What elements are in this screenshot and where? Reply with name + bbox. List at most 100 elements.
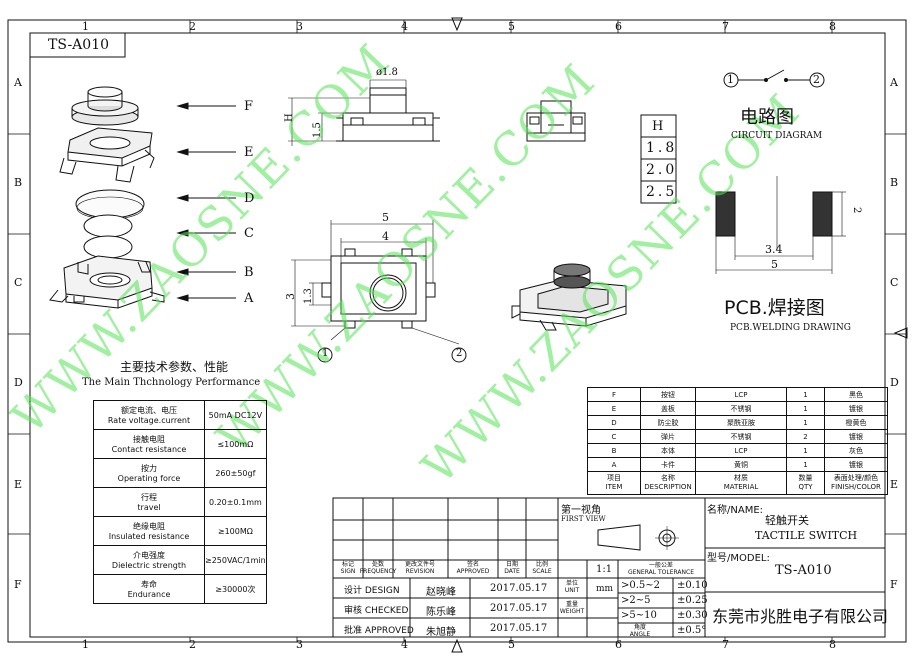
col-marker-7: 7 (722, 20, 729, 33)
circuit-node-1: 1 (727, 73, 734, 86)
specs-title-en: The Main Thchnology Performance (82, 377, 261, 388)
circuit-node-2: 2 (813, 73, 820, 86)
signoff-approved-date: 2017.05.17 (490, 623, 548, 634)
tol-value-angle: ±0.5° (677, 625, 707, 636)
spec-name-cn: 行程 (141, 493, 157, 502)
pcb-dim-pitch: 3.4 (765, 243, 783, 256)
col-marker-5: 5 (508, 20, 515, 33)
signoff-checked-role: 审核 CHECKED (344, 606, 409, 616)
signoff-design-date: 2017.05.17 (490, 583, 548, 594)
col-marker-1-bottom: 1 (82, 638, 89, 651)
pcb-dim-total: 5 (771, 258, 778, 271)
tol-range-2: >2~5 (621, 595, 651, 606)
tb-scale: 1:1 (596, 564, 613, 575)
height-value-2: 2.0 (646, 162, 678, 178)
circuit-title-cn: 电路图 (740, 107, 794, 128)
row-marker-f-right: F (890, 578, 898, 591)
spec-name-en: Dielectric strength (111, 561, 187, 570)
spec-name-en: Operating force (117, 474, 181, 483)
label-d: D (244, 191, 255, 206)
row-marker-c-right: C (890, 276, 899, 289)
tb-name-cn: 轻触开关 (765, 514, 809, 527)
col-marker-6-bottom: 6 (615, 638, 622, 651)
col-marker-4-bottom: 4 (401, 638, 408, 651)
pin-1-label: 1 (322, 348, 329, 359)
tb-model: TS-A010 (775, 563, 832, 578)
spec-name-cn: 接触电阻 (133, 435, 165, 444)
dim-1-5: 1.5 (312, 122, 323, 138)
pcb-title-en: PCB.WELDING DRAWING (730, 323, 851, 333)
row-marker-e: E (14, 478, 23, 491)
top-view (291, 220, 467, 363)
signoff-checked-date: 2017.05.17 (490, 603, 548, 614)
spec-name-cn: 按力 (141, 464, 157, 473)
row-marker-d: D (14, 376, 23, 389)
spec-name-en: travel (137, 503, 161, 512)
bottom-center-mark (451, 638, 463, 653)
specs-title-cn: 主要技术参数、性能 (120, 360, 229, 374)
dim-1-3: 1.3 (303, 288, 314, 304)
tol-range-3: >5~10 (621, 610, 657, 621)
tb-projection-en: FIRST VIEW (561, 515, 606, 523)
spec-name-cn: 绝缘电阻 (133, 522, 165, 531)
row-marker-b-right: B (890, 176, 899, 189)
col-marker-8-bottom: 8 (829, 638, 836, 651)
part-c-dome-2 (83, 235, 133, 259)
label-c: C (244, 226, 254, 241)
label-a: A (244, 291, 254, 306)
pin-2-label: 2 (456, 348, 463, 359)
company-name: 东莞市兆胜电子有限公司 (712, 607, 889, 626)
label-f: F (244, 99, 254, 114)
pcb-title-cn: PCB.焊接图 (724, 297, 825, 319)
outer-frame (7, 19, 907, 643)
pcb-welding-drawing (715, 176, 846, 274)
col-marker-1: 1 (82, 20, 89, 33)
row-marker-f: F (14, 578, 22, 591)
tol-range-1: >0.5~2 (621, 580, 661, 591)
signoff-design-role: 设计 DESIGN (344, 586, 400, 596)
spec-name-cn: 介电强度 (133, 551, 165, 560)
tb-model-label: 型号/MODEL: (707, 553, 770, 564)
circuit-diagram (723, 69, 825, 88)
row-marker-d-right: D (890, 376, 899, 389)
pcb-dim-pad: 2 (851, 207, 862, 214)
spec-value: ≥100MΩ (204, 516, 267, 546)
tol-value-3: ±0.30 (677, 610, 708, 621)
row-marker-a: A (14, 76, 22, 89)
col-marker-8: 8 (829, 20, 836, 33)
drawing-number: TS-A010 (48, 37, 110, 53)
part-c-dome-1 (83, 214, 133, 238)
label-b: B (244, 265, 254, 280)
assembled-view (511, 263, 627, 331)
height-value-3: 2.5 (646, 184, 678, 200)
part-f-button (71, 86, 139, 126)
col-marker-3: 3 (296, 20, 303, 33)
signoff-checked-name: 陈乐峰 (426, 607, 456, 618)
tb-unit: mm (596, 584, 614, 594)
spec-value: ≥30000次 (204, 574, 267, 604)
label-e: E (244, 145, 254, 160)
tol-value-1: ±0.10 (677, 580, 708, 591)
height-value-1: 1.8 (646, 140, 678, 156)
height-table-header: H (652, 119, 664, 134)
spec-name-cn: 额定电流、电压 (121, 406, 177, 415)
col-marker-5-bottom: 5 (508, 638, 515, 651)
dim-h: H (284, 113, 295, 122)
